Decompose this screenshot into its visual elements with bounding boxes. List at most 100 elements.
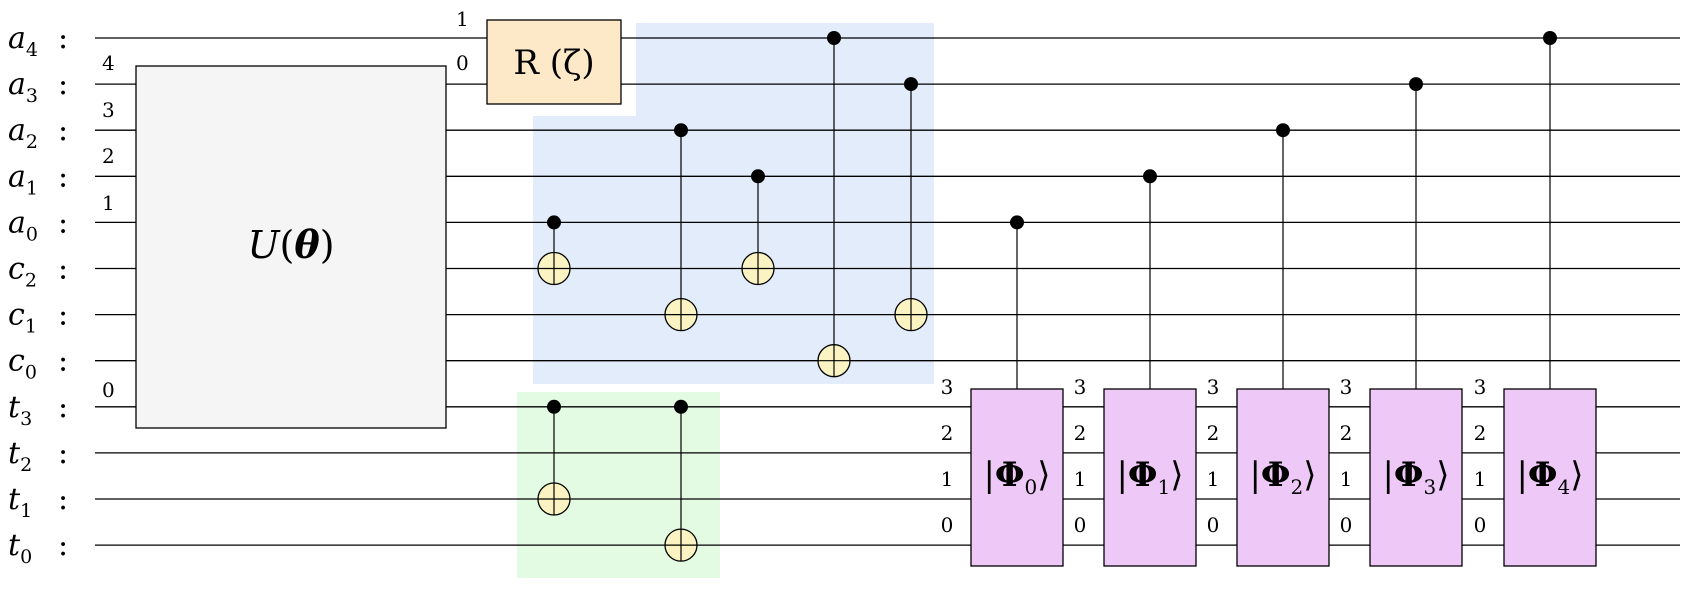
phi-gate-label: |Φ1⟩ bbox=[1116, 455, 1183, 499]
u-gate-label: U(θ) bbox=[247, 222, 334, 267]
u-gate-index: 4 bbox=[102, 51, 115, 75]
qubit-name: a bbox=[8, 67, 26, 102]
qubit-name: t bbox=[8, 436, 21, 471]
r-gate-box bbox=[486, 19, 622, 105]
qubit-colon: : bbox=[58, 344, 68, 379]
phi-control-dot bbox=[1276, 123, 1290, 138]
qubit-subscript: 3 bbox=[26, 85, 38, 107]
phi-gate-index: 3 bbox=[1074, 375, 1087, 399]
qubit-subscript: 0 bbox=[25, 362, 37, 384]
phi-gate-label: |Φ0⟩ bbox=[983, 455, 1050, 499]
phi-gate-index: 1 bbox=[1074, 467, 1087, 491]
phi-gate-index: 1 bbox=[1340, 467, 1353, 491]
qubit-name: c bbox=[8, 252, 25, 287]
phi-gate-index: 1 bbox=[1207, 467, 1220, 491]
cnot-control-dot bbox=[827, 31, 841, 45]
qubit-subscript: 1 bbox=[26, 177, 38, 199]
qubit-colon: : bbox=[58, 298, 68, 333]
qubit-name: a bbox=[8, 113, 26, 148]
phi-gate-index: 1 bbox=[1474, 467, 1487, 491]
cnot-control-dot bbox=[751, 169, 765, 184]
phi-gate-index: 2 bbox=[941, 421, 954, 445]
phi-gate-index: 3 bbox=[941, 375, 954, 399]
phi-control-dot bbox=[1409, 77, 1423, 92]
cnot-control-dot bbox=[904, 77, 918, 92]
qubit-name: a bbox=[8, 205, 26, 240]
qubit-subscript: 1 bbox=[25, 316, 37, 338]
phi-gate-label: |Φ3⟩ bbox=[1382, 455, 1449, 499]
gate-layer bbox=[135, 19, 1597, 567]
phi-gate-index: 0 bbox=[1207, 513, 1220, 537]
qubit-colon: : bbox=[58, 482, 68, 517]
u-gate-index: 3 bbox=[102, 98, 115, 122]
phi-gate-index: 3 bbox=[1207, 375, 1220, 399]
qubit-label: a4 bbox=[8, 21, 38, 61]
phi-gate-box bbox=[1103, 388, 1197, 567]
qubit-label: t3 bbox=[8, 390, 32, 430]
phi-gate-label: |Φ4⟩ bbox=[1516, 455, 1583, 499]
r-gate-index: 1 bbox=[456, 7, 469, 31]
phi-gate-index: 1 bbox=[941, 467, 954, 491]
qubit-subscript: 2 bbox=[25, 270, 37, 292]
phi-control-dot bbox=[1543, 31, 1557, 45]
u-gate-index: 1 bbox=[102, 191, 115, 215]
phi-gate-index: 2 bbox=[1340, 421, 1353, 445]
r-gate-label: R (ζ) bbox=[513, 43, 594, 83]
qubit-label: a3 bbox=[8, 67, 38, 107]
qubit-colon: : bbox=[58, 67, 68, 102]
qubit-label: c1 bbox=[8, 298, 37, 338]
qubit-name: a bbox=[8, 159, 26, 194]
qubit-name: t bbox=[8, 528, 21, 563]
qubit-subscript: 1 bbox=[20, 500, 32, 522]
qubit-colon: : bbox=[58, 159, 68, 194]
highlight-layer bbox=[517, 23, 934, 578]
cnot-control-dot bbox=[674, 123, 688, 138]
phi-gate-box bbox=[1369, 388, 1463, 567]
qubit-label: c2 bbox=[8, 252, 37, 292]
phi-gate-index: 0 bbox=[1340, 513, 1353, 537]
qubit-subscript: 3 bbox=[20, 408, 32, 430]
qubit-name: c bbox=[8, 344, 25, 379]
qubit-name: t bbox=[8, 390, 21, 425]
u-gate-index: 0 bbox=[102, 378, 115, 402]
qubit-colon: : bbox=[58, 390, 68, 425]
u-gate-box bbox=[135, 65, 447, 429]
phi-gate-index: 0 bbox=[941, 513, 954, 537]
phi-control-dot bbox=[1143, 169, 1157, 184]
qubit-subscript: 2 bbox=[20, 454, 32, 476]
phi-gate-label: |Φ2⟩ bbox=[1249, 455, 1316, 499]
label-layer: a4:a3:a2:a1:a0:c2:c1:c0:t3:t2:t1:t0:U(θ)… bbox=[8, 7, 1584, 568]
r-gate-index: 0 bbox=[456, 51, 469, 75]
cnot-control-dot bbox=[674, 399, 688, 414]
phi-gate-index: 0 bbox=[1074, 513, 1087, 537]
phi-gate-index: 2 bbox=[1207, 421, 1220, 445]
qubit-name: t bbox=[8, 482, 21, 517]
qubit-colon: : bbox=[58, 205, 68, 240]
u-gate-index: 2 bbox=[102, 144, 115, 168]
qubit-label: a0 bbox=[8, 205, 38, 245]
qubit-name: a bbox=[8, 21, 26, 56]
qubit-subscript: 2 bbox=[26, 131, 38, 153]
qubit-colon: : bbox=[58, 436, 68, 471]
qubit-colon: : bbox=[58, 528, 68, 563]
cnot-control-dot bbox=[547, 215, 561, 230]
phi-gate-index: 3 bbox=[1474, 375, 1487, 399]
qubit-colon: : bbox=[58, 252, 68, 287]
cnot-control-dot bbox=[547, 399, 561, 414]
qubit-label: c0 bbox=[8, 344, 37, 384]
phi-gate-index: 0 bbox=[1474, 513, 1487, 537]
qubit-subscript: 0 bbox=[26, 223, 38, 245]
phi-gate-index: 2 bbox=[1074, 421, 1087, 445]
phi-gate-box bbox=[1503, 388, 1597, 567]
qubit-colon: : bbox=[58, 21, 68, 56]
phi-gate-box bbox=[1236, 388, 1330, 567]
phi-control-dot bbox=[1010, 215, 1024, 230]
phi-gate-index: 3 bbox=[1340, 375, 1353, 399]
qubit-label: t0 bbox=[8, 528, 32, 568]
qubit-subscript: 0 bbox=[20, 546, 32, 568]
qubit-colon: : bbox=[58, 113, 68, 148]
qubit-subscript: 4 bbox=[26, 39, 38, 61]
qubit-label: t1 bbox=[8, 482, 32, 522]
phi-gate-index: 2 bbox=[1474, 421, 1487, 445]
